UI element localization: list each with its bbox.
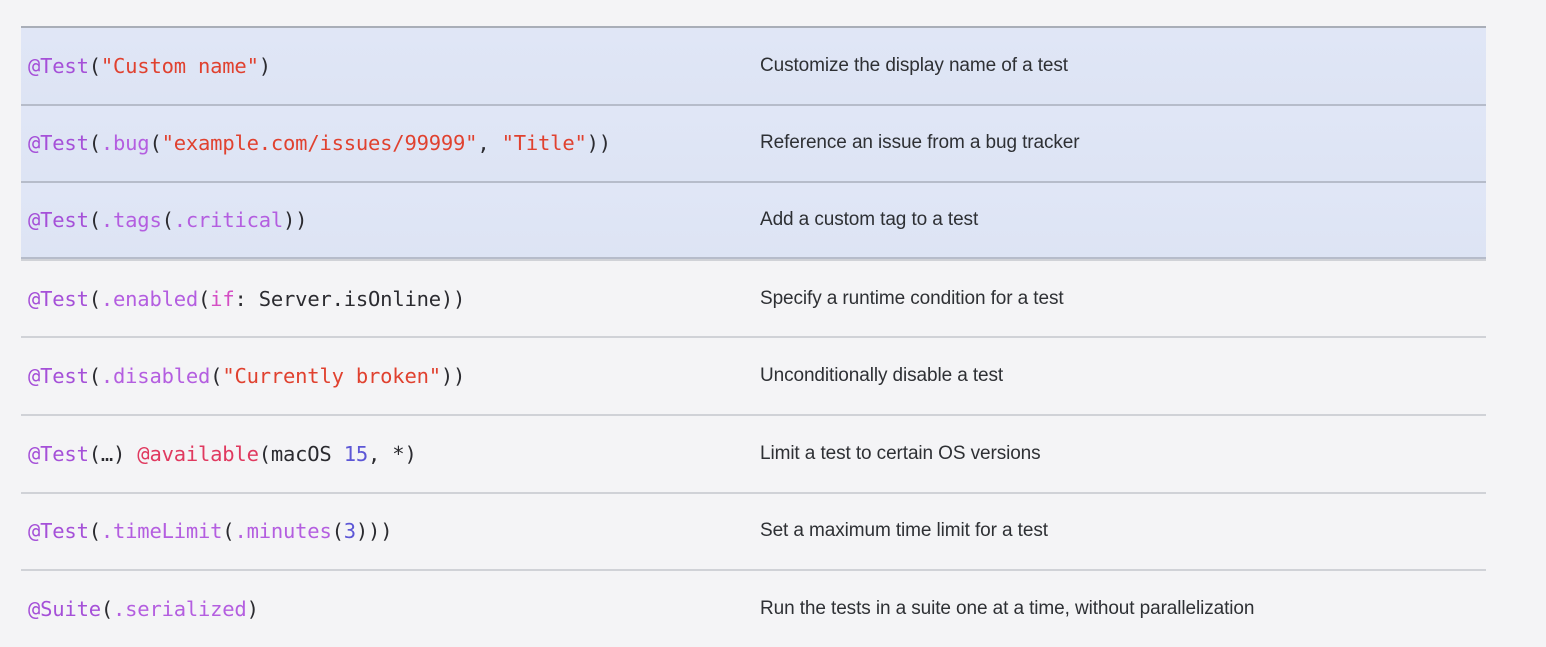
trait-code-cell: @Suite(.serialized)	[21, 597, 760, 621]
code-token: @Test	[28, 131, 89, 156]
code-token: )))	[355, 519, 393, 544]
trait-code-cell: @Test("Custom name")	[21, 54, 760, 78]
code-token: .timeLimit	[100, 519, 223, 544]
code-token: )	[258, 53, 271, 78]
table-row[interactable]: @Test(.enabled(if: Server.isOnline))Spec…	[21, 258, 1486, 337]
code-token: "example.com/issues/99999"	[161, 131, 478, 156]
code-token: 3	[343, 519, 356, 544]
code-token: )	[246, 596, 259, 621]
code-token: (	[222, 519, 235, 544]
code-token: @Test	[28, 207, 89, 232]
code-token: .tags	[100, 207, 162, 232]
trait-code-cell: @Test(.disabled("Currently broken"))	[21, 364, 760, 388]
code-token: "Currently broken"	[222, 364, 441, 389]
code-token: (macOS	[258, 441, 344, 466]
table-row[interactable]: @Test(.tags(.critical))Add a custom tag …	[21, 181, 1486, 259]
code-token: "Title"	[501, 131, 587, 156]
trait-description-cell: Reference an issue from a bug tracker	[760, 132, 1080, 154]
table-row[interactable]: @Test(.bug("example.com/issues/99999", "…	[21, 103, 1486, 182]
code-token: (…)	[88, 441, 138, 466]
table-row[interactable]: @Test("Custom name")Customize the displa…	[21, 26, 1486, 104]
code-token: @Test	[28, 364, 89, 389]
code-token: .disabled	[100, 364, 211, 389]
code-token: ))	[586, 131, 611, 156]
code-token: @available	[137, 441, 259, 466]
trait-code-cell: @Test(.bug("example.com/issues/99999", "…	[21, 131, 760, 155]
code-token: .minutes	[234, 519, 332, 544]
traits-table: @Test("Custom name")Customize the displa…	[21, 26, 1486, 647]
code-token: (	[210, 364, 223, 389]
code-token: 15	[343, 441, 369, 466]
trait-description-cell: Customize the display name of a test	[760, 54, 1068, 76]
code-token: : Server.isOnline))	[234, 286, 466, 311]
code-token: @Test	[28, 53, 89, 78]
code-token: .bug	[100, 131, 150, 156]
code-token: (	[331, 519, 344, 544]
table-row[interactable]: @Test(.disabled("Currently broken"))Unco…	[21, 336, 1486, 414]
code-token: @Suite	[28, 596, 101, 621]
code-token: (	[88, 364, 101, 389]
trait-description-cell: Specify a runtime condition for a test	[760, 287, 1064, 309]
code-token: @Test	[28, 286, 89, 311]
code-token: @Test	[28, 519, 89, 544]
trait-description-cell: Run the tests in a suite one at a time, …	[760, 597, 1255, 619]
code-token: .critical	[173, 207, 284, 232]
table-row[interactable]: @Suite(.serialized)Run the tests in a su…	[21, 569, 1486, 647]
code-token: if	[210, 286, 235, 311]
code-token: (	[88, 519, 101, 544]
trait-description-cell: Unconditionally disable a test	[760, 365, 1004, 387]
trait-description-cell: Limit a test to certain OS versions	[760, 442, 1041, 464]
code-token: "Custom name"	[100, 53, 259, 78]
trait-code-cell: @Test(.enabled(if: Server.isOnline))	[21, 287, 760, 311]
trait-code-cell: @Test(.tags(.critical))	[21, 208, 760, 232]
code-token: , *)	[368, 441, 417, 466]
code-token: (	[100, 596, 114, 621]
code-token: (	[88, 53, 101, 78]
trait-description-cell: Set a maximum time limit for a test	[760, 520, 1048, 542]
code-token: .serialized	[113, 596, 247, 621]
code-token: (	[161, 207, 174, 232]
code-token: (	[88, 286, 101, 311]
code-token: ,	[477, 131, 502, 156]
trait-code-cell: @Test(…) @available(macOS 15, *)	[21, 442, 760, 466]
code-token: (	[149, 131, 162, 156]
table-row[interactable]: @Test(…) @available(macOS 15, *)Limit a …	[21, 413, 1486, 492]
code-token: ))	[440, 364, 466, 389]
trait-code-cell: @Test(.timeLimit(.minutes(3)))	[21, 519, 760, 543]
code-token: (	[88, 131, 101, 156]
code-token: (	[198, 286, 211, 311]
trait-description-cell: Add a custom tag to a test	[760, 208, 979, 230]
code-token: ))	[283, 207, 308, 232]
code-token: (	[88, 207, 101, 232]
code-token: .enabled	[100, 286, 199, 311]
code-token: @Test	[28, 441, 89, 466]
table-row[interactable]: @Test(.timeLimit(.minutes(3)))Set a maxi…	[21, 491, 1486, 570]
